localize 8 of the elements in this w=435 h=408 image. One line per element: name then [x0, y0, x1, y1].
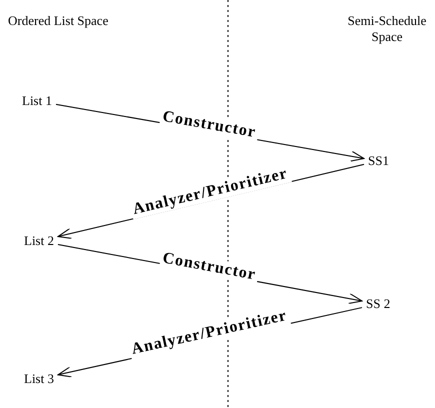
node-label: SS 2	[364, 295, 392, 313]
node-label: List 2	[22, 232, 56, 250]
space-heading: Ordered List Space	[8, 13, 110, 29]
edge-label: Constructor	[160, 108, 260, 142]
space-heading: Semi-Schedule Space	[346, 13, 428, 45]
node-label: List 1	[20, 92, 54, 110]
node-label: List 3	[22, 370, 56, 388]
node-label: SS1	[366, 152, 391, 170]
